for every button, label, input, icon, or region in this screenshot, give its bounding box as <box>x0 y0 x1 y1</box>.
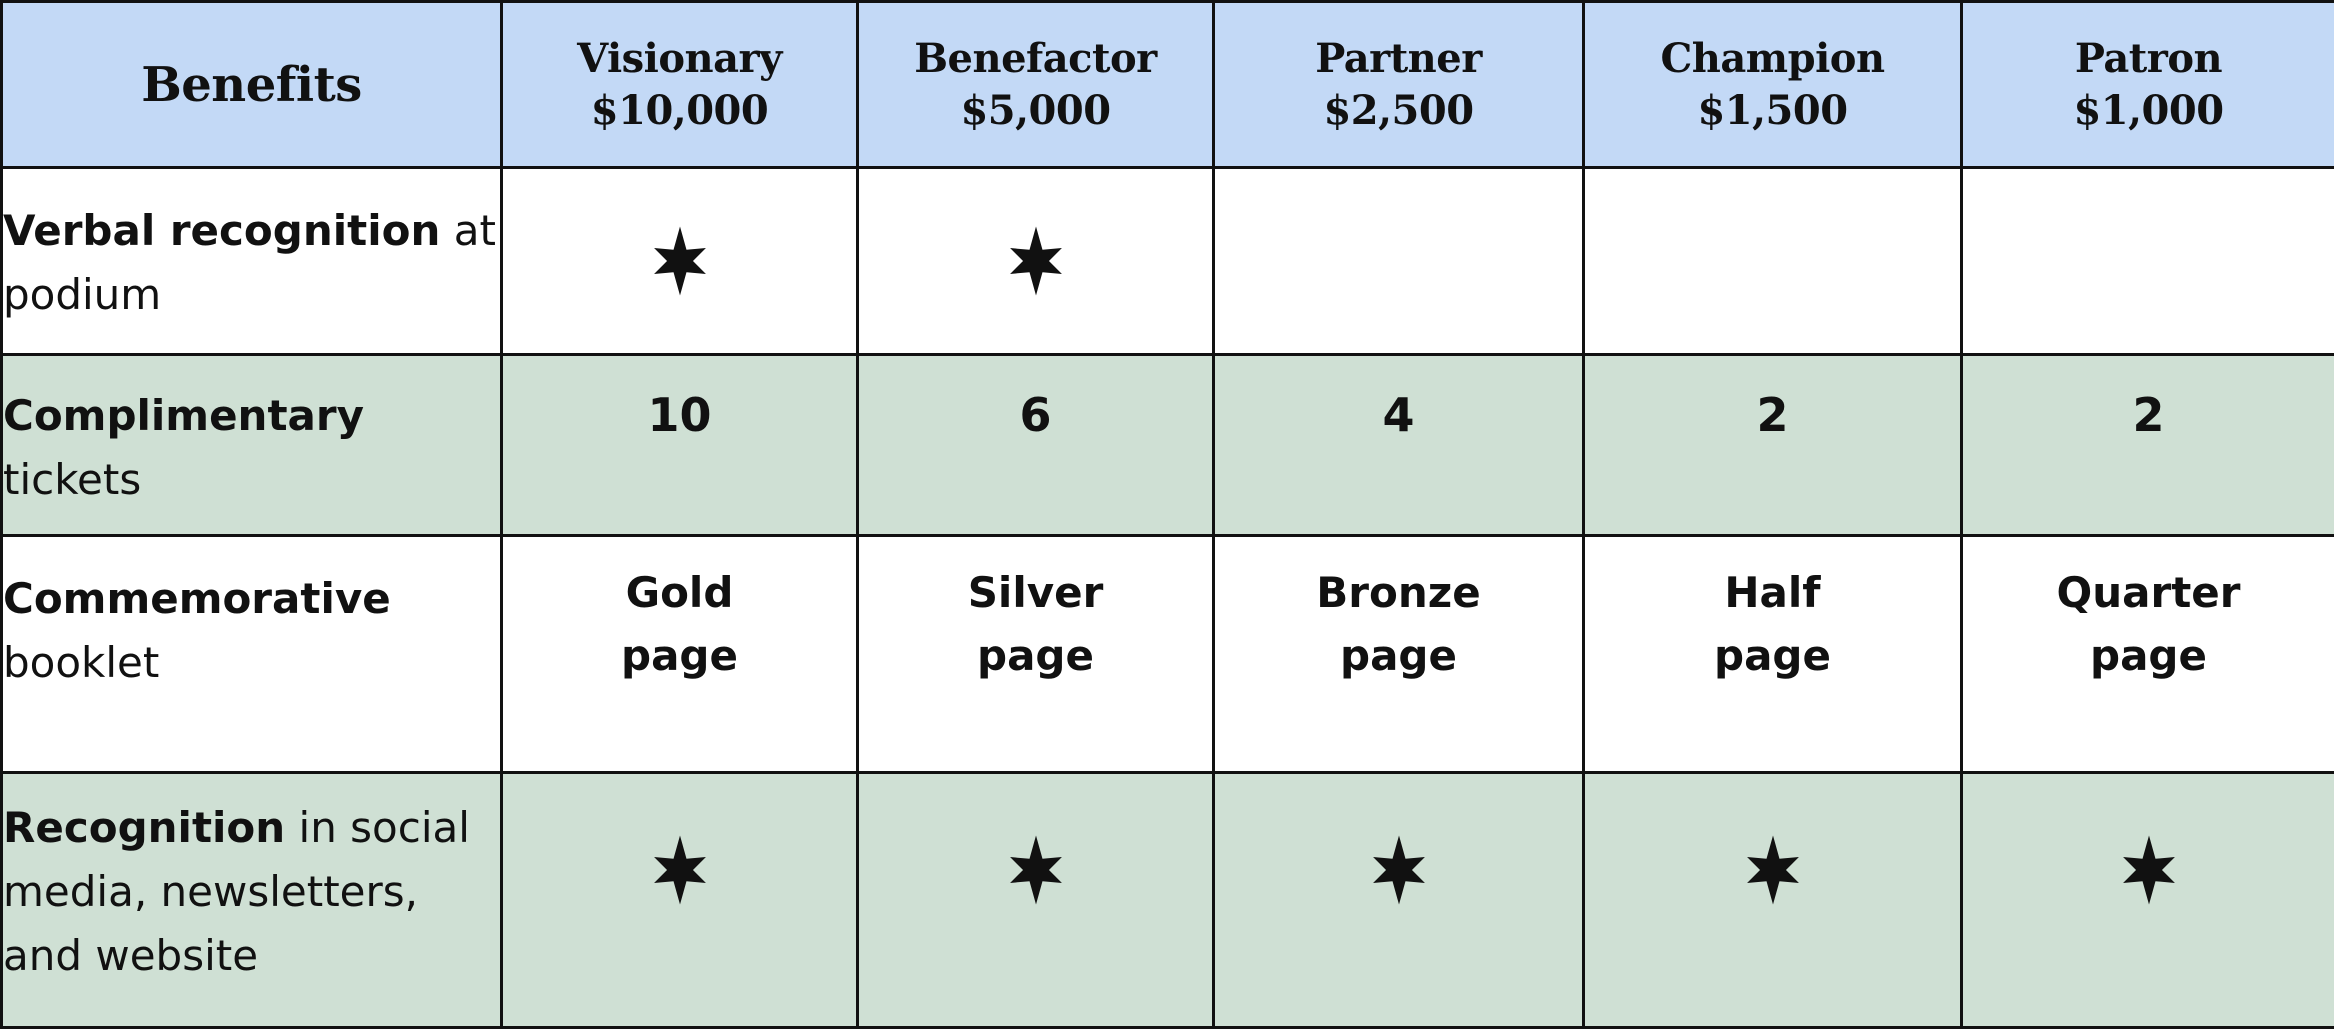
ticket-count: 2 <box>2132 388 2165 442</box>
benefit-label-bold: Recognition <box>3 803 286 852</box>
booklet-page-cell: Half page <box>1582 534 1963 774</box>
six-point-star-icon <box>1009 226 1062 296</box>
benefit-row-complimentary-tickets: Complimentary tickets 10 6 4 2 2 <box>0 353 2334 537</box>
six-point-star-icon <box>1746 835 1799 905</box>
booklet-page-cell: Silver page <box>856 534 1215 774</box>
benefit-cell <box>856 771 1215 1029</box>
tier-header-patron: Patron $1,000 <box>1960 0 2334 169</box>
booklet-page-word: page <box>977 631 1094 680</box>
benefit-label-bold: Verbal recognition <box>3 206 441 255</box>
booklet-page-size: Gold <box>625 568 734 617</box>
benefit-cell <box>500 771 859 1029</box>
benefit-cell-empty <box>1960 166 2334 356</box>
ticket-count: 4 <box>1382 388 1415 442</box>
benefit-row-social-recognition: Recognition in social media, newsletters… <box>0 771 2334 1029</box>
benefit-cell <box>856 166 1215 356</box>
tier-name: Patron <box>2074 34 2223 82</box>
benefit-label-bold: Complimentary <box>3 391 364 440</box>
tier-price: $2,500 <box>1323 86 1474 134</box>
six-point-star-icon <box>653 835 706 905</box>
ticket-count: 10 <box>647 388 712 442</box>
booklet-page-size: Half <box>1724 568 1821 617</box>
benefit-cell-empty <box>1582 166 1963 356</box>
tier-name: Benefactor <box>914 34 1157 82</box>
benefit-label: Verbal recognition at podium <box>0 166 503 356</box>
booklet-page-word: page <box>621 631 738 680</box>
ticket-count-cell: 4 <box>1212 353 1585 537</box>
booklet-page-size: Silver <box>967 568 1104 617</box>
six-point-star-icon <box>1009 835 1062 905</box>
benefit-cell <box>500 166 859 356</box>
benefit-label-rest: tickets <box>3 455 142 504</box>
booklet-page-cell: Bronze page <box>1212 534 1585 774</box>
benefit-label-rest: booklet <box>3 638 160 687</box>
six-point-star-icon <box>653 226 706 296</box>
benefit-label: Complimentary tickets <box>0 353 503 537</box>
benefit-label: Recognition in social media, newsletters… <box>0 771 503 1029</box>
tier-header-partner: Partner $2,500 <box>1212 0 1585 169</box>
booklet-page-word: page <box>1340 631 1457 680</box>
booklet-page-size: Bronze <box>1316 568 1481 617</box>
tier-name: Visionary <box>577 34 782 82</box>
tier-header-visionary: Visionary $10,000 <box>500 0 859 169</box>
tier-header-champion: Champion $1,500 <box>1582 0 1963 169</box>
benefit-cell <box>1582 771 1963 1029</box>
benefit-row-verbal-recognition: Verbal recognition at podium <box>0 166 2334 356</box>
benefit-cell <box>1960 771 2334 1029</box>
ticket-count: 6 <box>1019 388 1052 442</box>
benefits-header: Benefits <box>0 0 503 169</box>
tier-name: Partner <box>1315 34 1482 82</box>
benefit-label-bold: Commemorative <box>3 574 391 623</box>
booklet-page-cell: Quarter page <box>1960 534 2334 774</box>
benefit-label-rest: at podium <box>3 206 496 319</box>
ticket-count-cell: 2 <box>1582 353 1963 537</box>
booklet-page-word: page <box>1714 631 1831 680</box>
ticket-count: 2 <box>1756 388 1789 442</box>
booklet-page-word: page <box>2090 631 2207 680</box>
header-row: Benefits Visionary $10,000 Benefactor $5… <box>0 0 2334 169</box>
benefit-label: Commemorative booklet <box>0 534 503 774</box>
benefit-label-rest: in social media, newsletters, and websit… <box>3 803 470 980</box>
tier-header-benefactor: Benefactor $5,000 <box>856 0 1215 169</box>
tier-price: $10,000 <box>590 86 769 134</box>
six-point-star-icon <box>2122 835 2175 905</box>
tier-price: $5,000 <box>960 86 1111 134</box>
tier-price: $1,000 <box>2073 86 2224 134</box>
booklet-page-cell: Gold page <box>500 534 859 774</box>
booklet-page-size: Quarter <box>2056 568 2241 617</box>
benefit-cell-empty <box>1212 166 1585 356</box>
ticket-count-cell: 6 <box>856 353 1215 537</box>
tier-price: $1,500 <box>1697 86 1848 134</box>
benefit-cell <box>1212 771 1585 1029</box>
ticket-count-cell: 10 <box>500 353 859 537</box>
benefit-row-commemorative-booklet: Commemorative booklet Gold page Silver pag… <box>0 534 2334 774</box>
ticket-count-cell: 2 <box>1960 353 2334 537</box>
tier-name: Champion <box>1660 34 1885 82</box>
six-point-star-icon <box>1372 835 1425 905</box>
